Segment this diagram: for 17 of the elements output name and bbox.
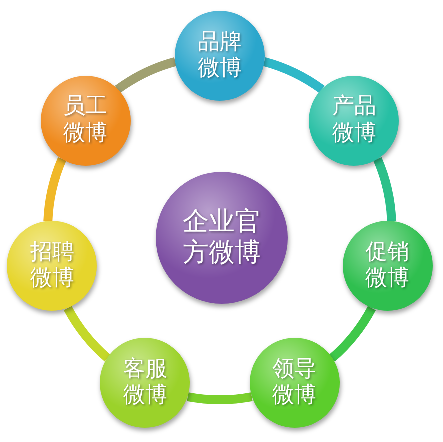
node-label: 品牌微博 [197, 30, 243, 82]
circle-node [309, 76, 400, 166]
ring-arc [115, 58, 177, 94]
ring-arc [329, 306, 376, 362]
node-label: 招聘微博 [29, 240, 76, 293]
node-label: 促销微博 [364, 240, 411, 293]
node-label: 员工微博 [62, 94, 109, 148]
circle-node [100, 338, 190, 428]
node-label: 产品微博 [331, 94, 378, 148]
node-label: 领导微博 [272, 356, 318, 410]
ring-arc [44, 158, 67, 222]
node-label: 企业官方微博 [182, 206, 262, 270]
ring-arc [64, 306, 111, 362]
node-label: 客服微博 [122, 356, 168, 410]
ring-arc [187, 392, 253, 404]
ring-arc [263, 58, 325, 94]
ring-arc [373, 158, 396, 222]
